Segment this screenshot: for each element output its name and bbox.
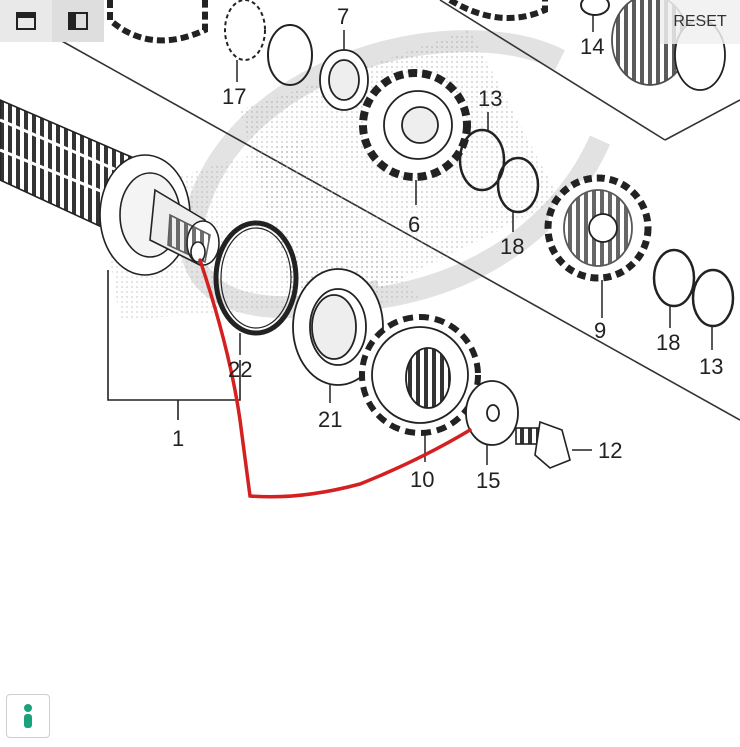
part-1-bracket — [107, 270, 241, 420]
accessibility-icon — [24, 704, 32, 728]
label-part-13-lower: 13 — [699, 354, 723, 379]
top-gear-left — [107, 0, 208, 44]
label-part-17: 17 — [222, 84, 246, 109]
label-part-21: 21 — [318, 407, 342, 432]
label-part-1: 1 — [172, 426, 184, 451]
label-part-6: 6 — [408, 212, 420, 237]
part-18-ring-lower — [652, 248, 696, 328]
view-toolbar — [0, 0, 104, 42]
part-17-washer — [224, 0, 313, 86]
part-13-ring-upper — [458, 112, 506, 192]
label-part-13-upper: 13 — [478, 86, 502, 111]
mainshaft — [0, 99, 220, 276]
part-14-ring — [580, 0, 610, 32]
part-7-bearing — [319, 30, 369, 111]
label-part-15: 15 — [476, 468, 500, 493]
part-18-ring-upper — [496, 156, 540, 232]
label-part-10: 10 — [410, 467, 434, 492]
panel-left-button[interactable] — [52, 0, 104, 42]
part-10-sprocket — [359, 314, 481, 462]
part-9-gear — [544, 174, 652, 318]
label-part-9: 9 — [594, 318, 606, 343]
part-21-washer — [292, 268, 384, 403]
panel-left-icon — [68, 12, 88, 30]
label-part-22: 22 — [228, 357, 252, 382]
part-15-washer — [465, 380, 519, 465]
reset-button[interactable]: RESET — [660, 0, 740, 44]
label-part-18-lower: 18 — [656, 330, 680, 355]
label-part-7: 7 — [337, 4, 349, 29]
part-6-gear — [359, 69, 471, 205]
label-part-12: 12 — [598, 438, 622, 463]
panel-top-button[interactable] — [0, 0, 52, 42]
label-part-18-upper: 18 — [500, 234, 524, 259]
annotation-line — [198, 258, 472, 499]
part-12-bolt — [515, 420, 592, 469]
accessibility-button[interactable] — [6, 694, 50, 738]
panel-top-icon — [16, 12, 36, 30]
label-part-14: 14 — [580, 34, 604, 59]
part-22-ring — [213, 220, 299, 355]
part-13-ring-lower — [691, 268, 735, 350]
